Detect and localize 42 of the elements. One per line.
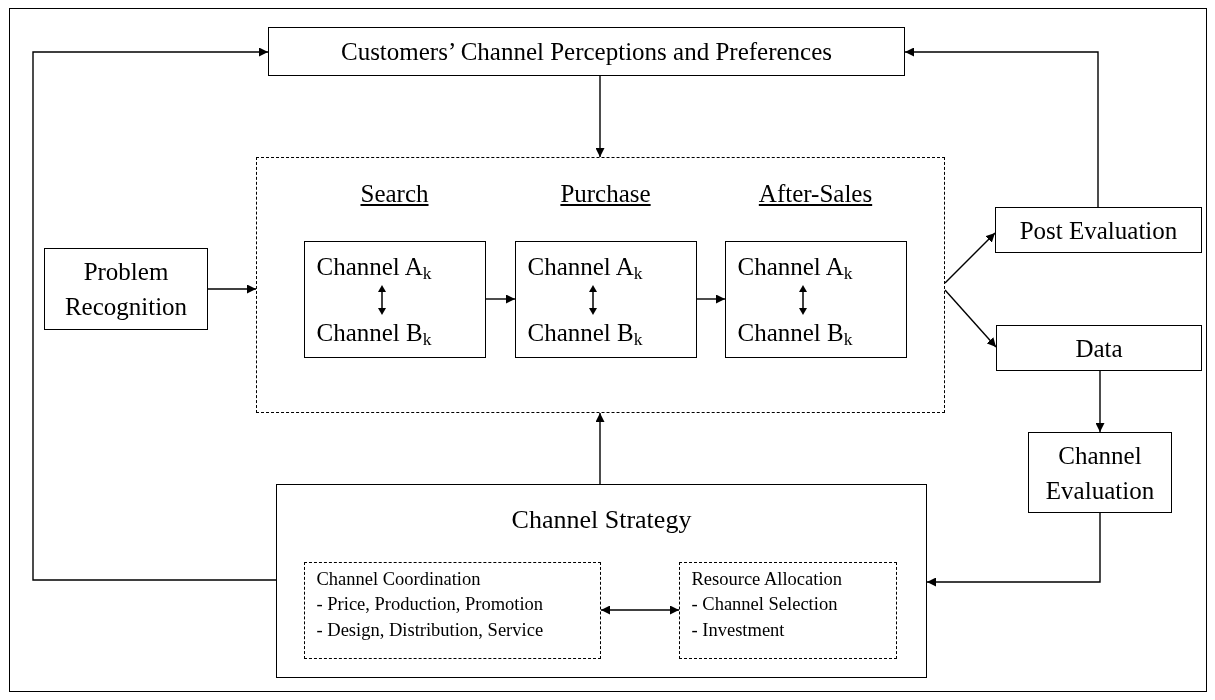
list-item: - Channel Selection [691,593,838,617]
strategy-box [276,484,927,678]
node-label: Customers’ Channel Perceptions and Preferences [340,37,833,67]
channel-label: Channel A$_{k}$ [527,252,643,282]
channel-label: Channel A$_{k}$ [737,252,853,282]
group-heading: Channel Coordination [316,567,481,591]
list-item: - Price, Production, Promotion [316,593,544,617]
channel-label: Channel B$_{k}$ [527,319,643,348]
dashed-frame [256,157,945,413]
process-box [1028,432,1172,513]
arrow [696,294,726,304]
process-box [995,207,1202,253]
node-label: Data [1075,333,1123,364]
stage-heading: Search [359,179,430,208]
arrow [485,294,516,304]
node-label: Channel Evaluation [1044,440,1156,506]
channel-label: Channel A$_{k}$ [316,252,432,282]
process-box [268,27,905,76]
arrow [595,412,605,485]
double-arrow [600,605,680,615]
stage-heading: Purchase [559,179,652,208]
dashed-panel [303,561,601,659]
process-box [44,248,208,330]
arrow [595,75,605,158]
arrow [1095,370,1105,433]
list-item: - Investment [691,619,785,643]
arrow [944,289,997,348]
channel-label: Channel B$_{k}$ [737,319,853,348]
arrow [207,284,257,294]
group-heading: Resource Allocation [691,567,843,591]
list-item: - Design, Distribution, Service [316,619,544,643]
dashed-panel [678,561,897,659]
process-box [996,325,1202,371]
arrow [32,47,277,581]
node-label: Post Evaluation [1019,215,1178,246]
arrow [904,47,1099,208]
channel-label: Channel B$_{k}$ [316,319,432,348]
strategy-title: Channel Strategy [510,505,693,535]
stage-heading: After-Sales [757,179,874,208]
arrow [926,512,1101,587]
node-label: Problem Recognition [63,257,189,322]
arrow [944,232,996,284]
